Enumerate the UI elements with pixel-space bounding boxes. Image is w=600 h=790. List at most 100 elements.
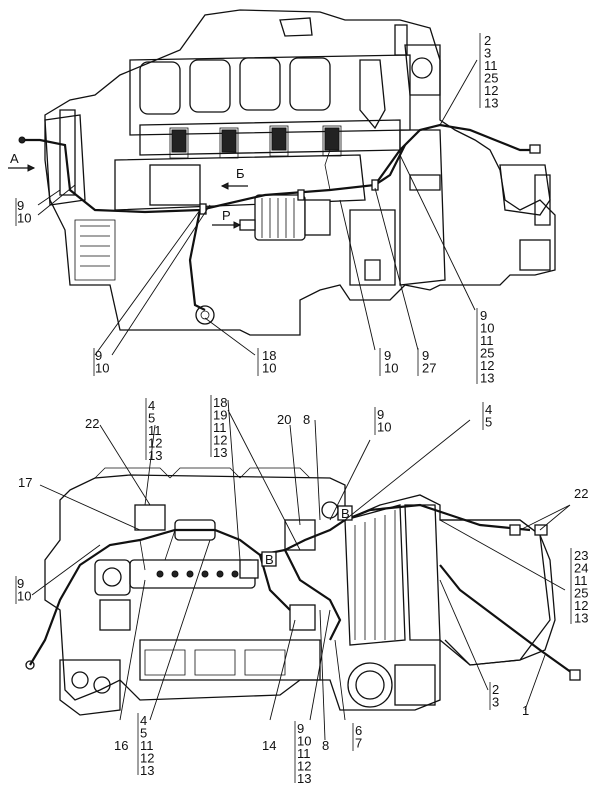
callout-number: 10	[297, 734, 311, 749]
svg-text:910: 910	[17, 198, 31, 226]
callout-number: 13	[213, 445, 227, 460]
marker-b-label: Б	[236, 166, 245, 181]
callout-number: 12	[574, 598, 588, 613]
svg-text:14: 14	[262, 738, 276, 753]
callout-bot-17: 17	[18, 475, 32, 490]
callout-number: 16	[114, 738, 128, 753]
callout-number: 11	[297, 746, 311, 761]
callout-number: 10	[480, 321, 494, 336]
callout-number: 7	[355, 736, 362, 751]
callout-number: 27	[422, 361, 436, 376]
arrow-a-marker: A	[8, 151, 36, 172]
callout-number: 5	[485, 415, 492, 430]
callout-number: 11	[480, 333, 494, 348]
callout-bot-14: 14	[262, 738, 276, 753]
callout-number: 9	[384, 348, 391, 363]
callout-number: 18	[213, 395, 227, 410]
callout-number: 12	[140, 751, 154, 766]
callout-bot-8-bottom: 8	[322, 738, 329, 753]
callout-bot-22-right: 22	[574, 486, 588, 501]
callout-number: 9	[95, 348, 102, 363]
svg-text:910: 910	[95, 348, 109, 376]
callout-number: 9	[297, 721, 304, 736]
callout-number: 24	[574, 561, 588, 576]
callout-number: 12	[297, 759, 311, 774]
callout-number: 22	[85, 416, 99, 431]
svg-text:927: 927	[422, 348, 436, 376]
arrow-b-marker: Б	[220, 166, 248, 190]
marker-v1-label: В	[265, 552, 274, 567]
callout-number: 12	[480, 358, 494, 373]
callout-number: 13	[574, 611, 588, 626]
callout-number: 23	[574, 548, 588, 563]
callout-bot-8-top: 8	[303, 412, 310, 427]
callout-number: 20	[277, 412, 291, 427]
callout-number: 2	[492, 682, 499, 697]
callout-number: 14	[262, 738, 276, 753]
callout-number: 11	[484, 58, 498, 73]
callout-number: 13	[148, 448, 162, 463]
svg-text:23: 23	[492, 682, 499, 710]
svg-text:45: 45	[485, 402, 492, 430]
callout-number: 9	[377, 407, 384, 422]
top-engine-view: A Б Р	[8, 9, 556, 336]
callout-number: 13	[484, 96, 498, 111]
svg-text:1: 1	[522, 703, 529, 718]
svg-text:910: 910	[384, 348, 398, 376]
leader-lines	[31, 59, 571, 741]
callout-number: 4	[485, 402, 492, 417]
callout-number: 13	[140, 763, 154, 778]
callout-number: 9	[422, 348, 429, 363]
svg-text:17: 17	[18, 475, 32, 490]
callout-bot-1: 1	[522, 703, 529, 718]
marker-v2-label: В	[341, 506, 350, 521]
callout-number: 17	[18, 475, 32, 490]
callout-number: 19	[213, 408, 227, 423]
bottom-engine-view: В В	[25, 467, 581, 716]
arrow-p-marker: Р	[212, 208, 242, 229]
callout-number: 4	[148, 398, 155, 413]
callout-number: 8	[322, 738, 329, 753]
callout-number: 2	[484, 33, 491, 48]
svg-text:910: 910	[17, 576, 31, 604]
callout-number: 11	[140, 738, 154, 753]
callout-number: 13	[297, 771, 311, 786]
callout-number: 10	[262, 361, 276, 376]
callout-number: 11	[213, 420, 227, 435]
callout-number: 3	[492, 695, 499, 710]
callout-number: 25	[484, 71, 498, 86]
svg-text:8: 8	[303, 412, 310, 427]
svg-text:22: 22	[574, 486, 588, 501]
svg-text:8: 8	[322, 738, 329, 753]
callout-number: 10	[384, 361, 398, 376]
callout-number: 12	[484, 83, 498, 98]
callout-number: 6	[355, 723, 362, 738]
callout-bot-16: 16	[114, 738, 128, 753]
callout-number: 25	[480, 346, 494, 361]
callout-number: 11	[148, 423, 162, 438]
marker-p-label: Р	[222, 208, 231, 223]
callout-number: 12	[148, 436, 162, 451]
svg-text:16: 16	[114, 738, 128, 753]
callout-number: 9	[480, 308, 487, 323]
callout-number: 4	[140, 713, 147, 728]
callout-bot-22-left: 22	[85, 416, 99, 431]
